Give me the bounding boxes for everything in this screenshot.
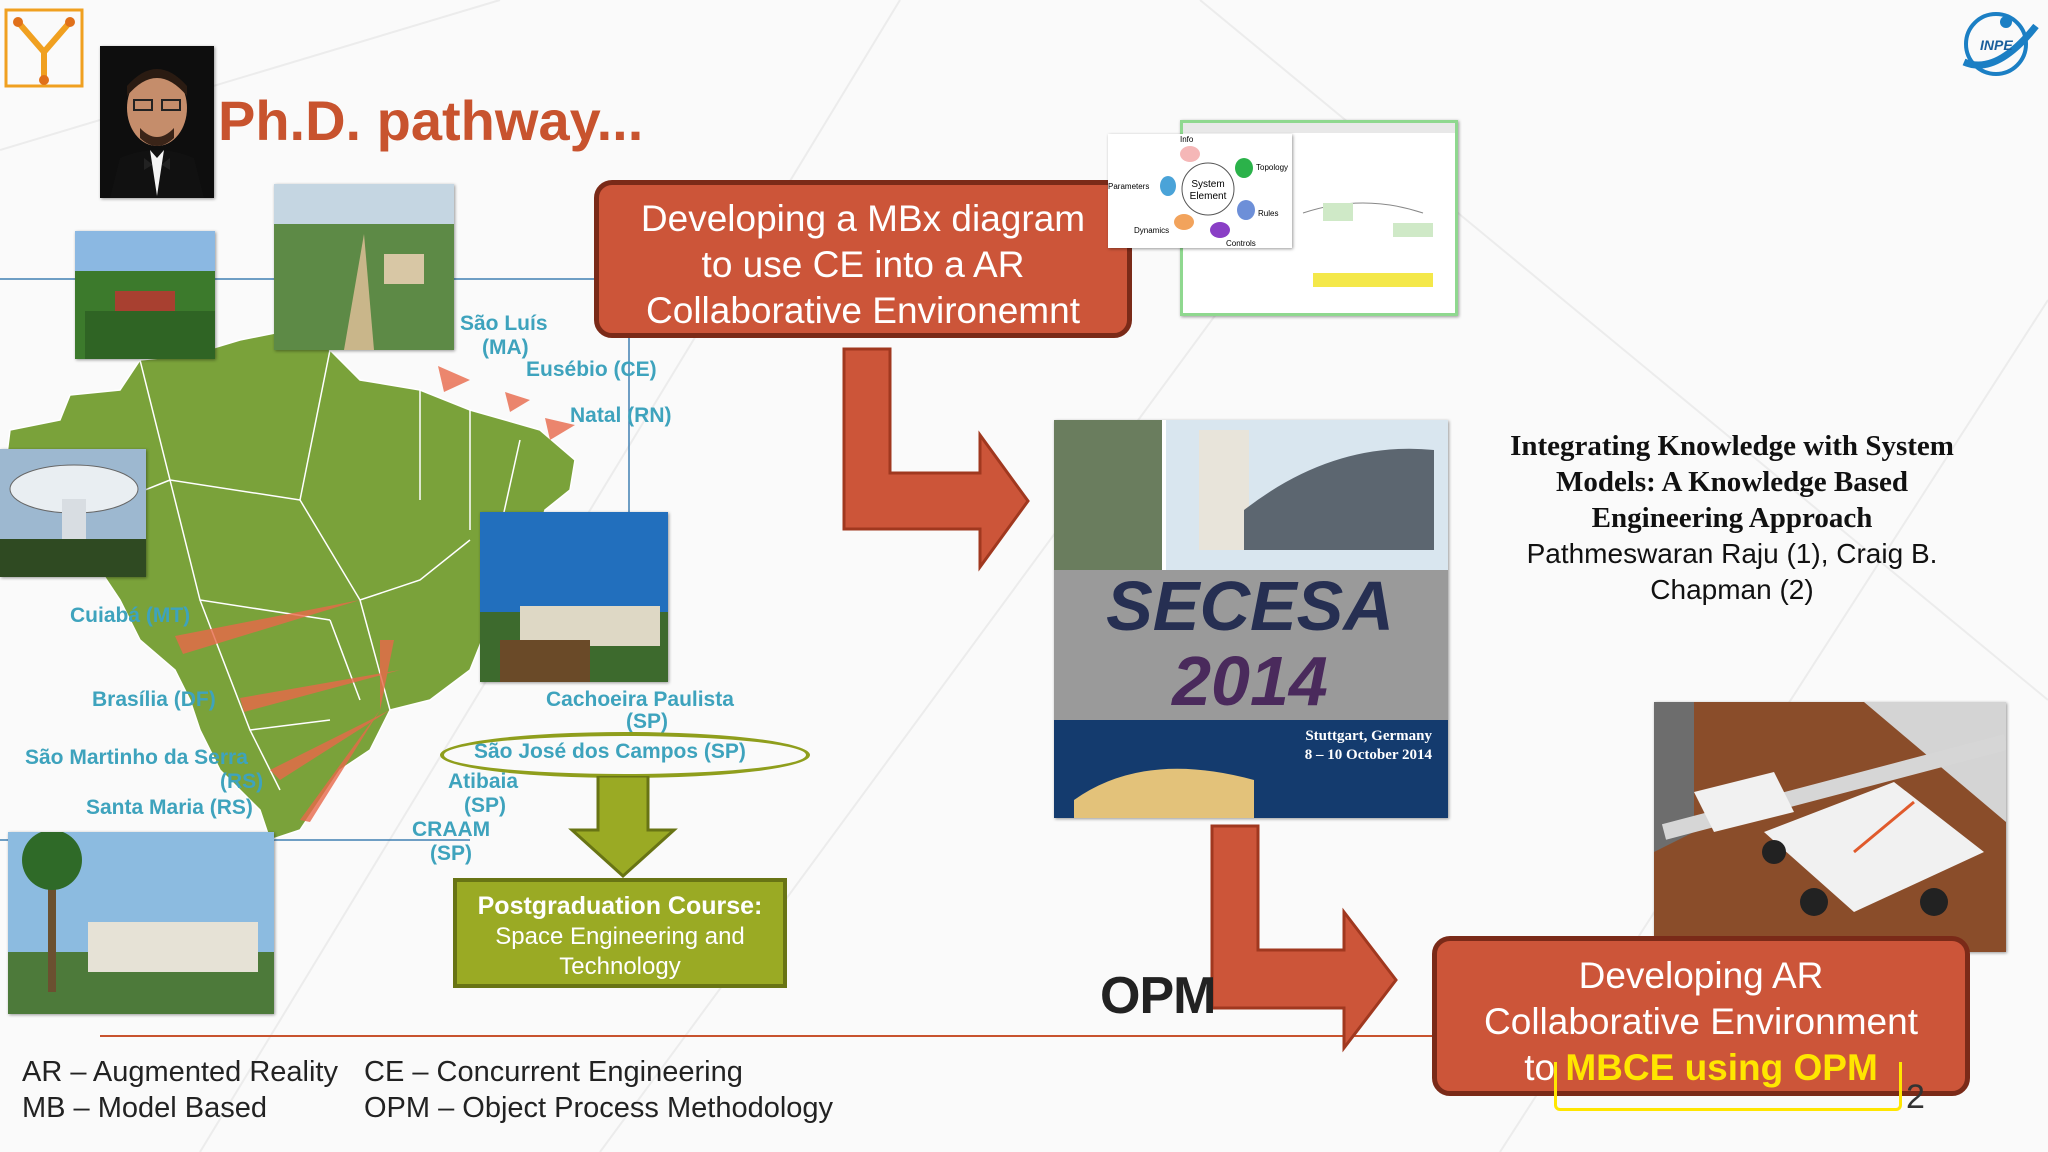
ar-environment-box: Developing AR Collaborative Environment … [1432,936,1970,1096]
box-line: Developing AR [1578,955,1824,996]
course-line: Space Engineering and [495,923,745,950]
diagram-node-label: Controls [1226,239,1256,248]
city-label: Santa Maria (RS) [86,796,253,819]
inpe-logo-text: INPE [1980,37,2013,53]
city-label: Eusébio (CE) [526,358,657,381]
box-line: Collaborative Environemnt [646,290,1080,331]
diagram-center-label: System [1191,179,1224,190]
y-logo-icon [4,8,84,88]
brazil-map [4,329,576,840]
poster-title: SECESA [1106,567,1394,645]
paper-title-line: Integrating Knowledge with System [1510,430,1954,462]
city-label: (RS) [220,770,264,793]
paper-reference: Integrating Knowledge with System Models… [1486,428,1978,608]
abbreviation: AR – Augmented Reality [22,1056,338,1088]
flow-arrow-icon [842,347,1030,572]
diagram-center-label: Element [1190,191,1227,202]
postgraduation-course-box: Postgraduation Course: Space Engineering… [453,878,787,988]
city-label: CRAAM [412,818,491,841]
inpe-logo-icon: INPE [1962,12,2039,76]
course-title: Postgraduation Course: [477,892,763,920]
abbreviation: MB – Model Based [22,1092,268,1124]
yellow-underline-bracket [1554,1062,1902,1111]
box-line: Developing a MBx diagram [640,198,1086,239]
city-label: (SP) [430,842,472,865]
city-label: São Martinho da Serra [25,746,248,769]
poster-dates: 8 – 10 October 2014 [1305,747,1433,763]
box-line-prefix: to [1524,1047,1566,1088]
city-label: Cuiabá (MT) [70,604,191,627]
diagram-node-label: Parameters [1108,182,1149,191]
city-label: (SP) [626,710,668,733]
diagram-node-label: Info [1180,135,1194,144]
down-arrow-icon [568,776,678,878]
slide-title: Ph.D. pathway... [218,89,644,152]
location-photo [75,231,215,359]
mbx-diagram-box: Developing a MBx diagram to use CE into … [594,180,1132,338]
city-label: (SP) [464,794,506,817]
diagram-node-label: Dynamics [1134,226,1169,235]
location-photo [480,512,668,682]
city-label: (MA) [482,336,529,359]
location-photo [274,184,454,350]
presenter-portrait [100,46,214,198]
highlighted-text: MBCE using OPM [1565,1047,1878,1088]
paper-authors-line: Pathmeswaran Raju (1), Craig B. [1526,538,1938,569]
city-label: Brasília (DF) [92,688,216,711]
abbreviation: CE – Concurrent Engineering [364,1056,743,1088]
flow-arrow-icon [1210,824,1398,1053]
paper-authors-line: Chapman (2) [1650,574,1814,605]
opm-label: OPM [1100,967,1216,1025]
city-label: São José dos Campos (SP) [474,740,746,763]
location-photo [0,449,146,577]
poster-year: 2014 [1170,642,1328,720]
secesa-poster: SECESA 2014 Stuttgart, Germany 8 – 10 Oc… [1054,420,1448,818]
course-line: Technology [559,953,681,980]
paper-title-line: Models: A Knowledge Based [1555,466,1909,498]
box-line: to use CE into a AR [701,244,1025,285]
poster-location: Stuttgart, Germany [1305,728,1432,744]
abbreviation: OPM – Object Process Methodology [364,1092,834,1124]
ar-room-render [1654,702,2009,952]
city-label: Natal (RN) [570,404,672,427]
city-label: São Luís [460,312,548,335]
system-element-diagram: System Element Info Topology Rules Contr… [1108,134,1292,248]
location-photo [8,832,274,1014]
paper-title-line: Engineering Approach [1591,502,1873,534]
box-line: to MBCE using OPM [1437,1045,1965,1091]
page-number: 2 [1906,1078,1925,1116]
city-label: Cachoeira Paulista [546,688,734,711]
city-label: Atibaia [448,770,519,793]
diagram-node-label: Rules [1258,209,1278,218]
box-line: Collaborative Environment [1484,1001,1918,1042]
diagram-node-label: Topology [1256,163,1288,172]
